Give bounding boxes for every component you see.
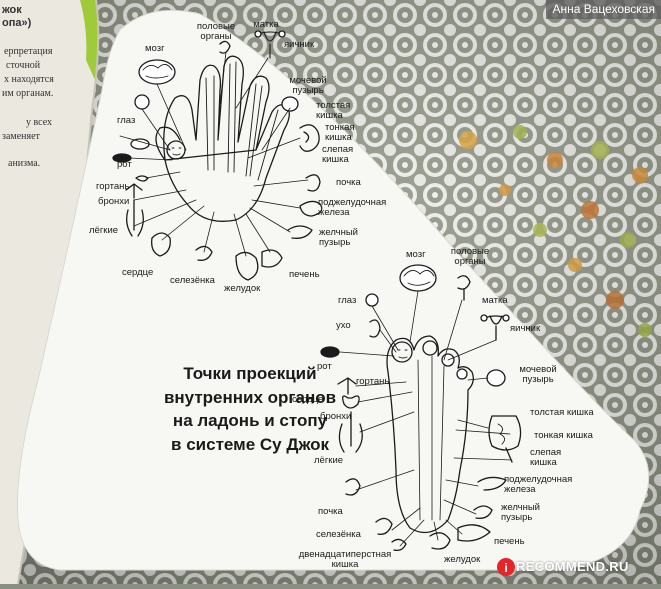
brand-logo-letter: i [504,561,507,575]
book-line-4: им органам. [2,88,54,99]
foot-label-matka: матка [482,295,508,306]
hand-label-serdce: сердце [122,267,154,278]
foot-label-slepaya-kishka: слепая кишка [530,447,562,468]
foot-label-pechen: печень [494,536,525,547]
foot-diagram [320,264,522,552]
book-line-7: анизма. [8,158,41,169]
hand-label-rot: рот [117,159,132,170]
book-heading-2: опа») [2,17,32,29]
foot-label-pochka: почка [318,506,343,517]
hand-label-podzheludochnaya: поджелудочная железа [318,197,387,218]
author-watermark: Анна Вацеховская [546,0,661,19]
foot-label-gortan: гортань [356,376,390,387]
hand-label-slepaya-kishka: слепая кишка [322,144,354,165]
foot-label-mozg: мозг [406,249,426,260]
foot-label-serdce: сердце [292,394,324,405]
hand-label-glaz: глаз [117,115,136,126]
foot-label-uho: ухо [336,320,351,331]
foot-label-tolstaya-kishka: толстая кишка [530,407,594,418]
foot-label-selezenka: селезёнка [316,529,361,540]
brand-logo: i [497,558,515,576]
hand-label-matka: матка [253,19,279,30]
hand-label-legkie: лёгкие [89,225,119,236]
hand-label-mozg: мозг [145,43,165,54]
hand-label-yaichnik: яичник [284,39,315,50]
hand-label-tolstaya-kishka: толстая кишка [316,100,351,121]
foot-label-glaz: глаз [338,295,357,306]
hand-label-zhelchny-puzyr: желчный пузырь [319,227,358,248]
hand-label-selezenka: селезёнка [170,275,215,286]
hand-label-mochevoy-puzyr: мочевой пузырь [289,75,327,96]
card-shape [16,9,650,571]
foot-label-podzheludochnaya: поджелудочная железа [504,474,573,495]
foot-label-yaichnik: яичник [510,323,541,334]
foot-label-legkie: лёгкие [314,455,344,466]
book-line-1: ерпретация [4,46,53,57]
foot-label-dvenadcatiperstnaya: двенадцатиперстная кишка [298,549,392,570]
foot-label-zheludok: желудок [444,554,481,565]
foot-label-rot: рот [317,361,332,372]
site-watermark: RECOMMEND.RU [516,559,629,574]
foot-label-tonkaya-kishka: тонкая кишка [534,430,593,441]
book-line-2: сточной [6,60,41,71]
book-line-3: х находятся [4,74,54,85]
hand-diagram [112,30,323,281]
foot-label-polovye-organy: половые органы [450,246,490,267]
hand-label-bronhi: бронхи [98,196,130,207]
book-line-5: у всех [26,117,53,128]
hand-label-pochka: почка [336,177,361,188]
hand-label-tonkaya-kishka: тонкая кишка [325,122,355,143]
foot-label-mochevoy-puzyr: мочевой пузырь [519,364,557,385]
hand-label-polovye-organy: половые органы [196,21,236,42]
book-heading-1: жок [2,4,22,16]
hand-label-pechen: печень [289,269,320,280]
foot-label-bronhi: бронхи [320,411,352,422]
foot-label-zhelchny-puzyr: желчный пузырь [501,502,540,523]
hand-label-gortan: гортань [96,181,130,192]
book-line-6: заменяет [2,131,40,142]
hand-label-zheludok: желудок [224,283,261,294]
card-title: Точки проекций внутренних органов на лад… [163,364,337,454]
